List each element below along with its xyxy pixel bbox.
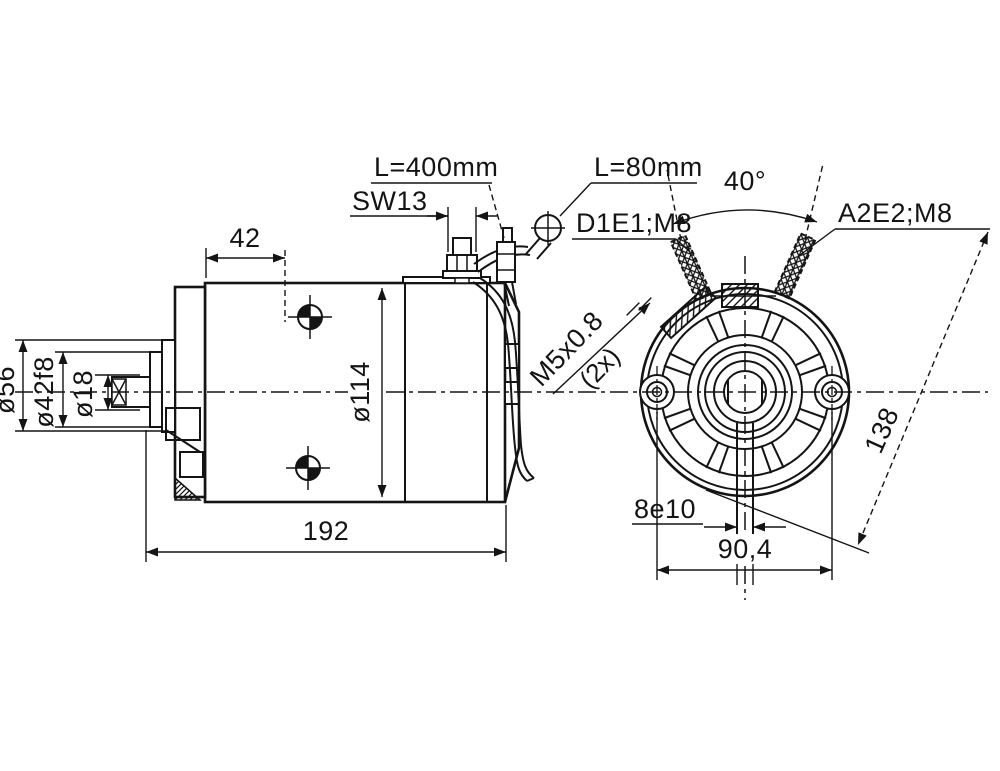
side-view [111, 211, 565, 504]
label-terminal-a: A2E2;M8 [799, 198, 990, 256]
flange-lower-step [179, 451, 204, 478]
dim-dia18: ø18 [68, 370, 140, 418]
dim-42: 42 [205, 223, 286, 322]
dim-192-label: 192 [303, 516, 350, 546]
bolt-crosshair-icon-bottom [286, 446, 330, 490]
dim-sw13: SW13 [350, 186, 497, 252]
dim-dia56: ø56 [0, 339, 166, 432]
cable-long-label: L=400mm [374, 152, 498, 182]
label-cable-short: L=80mm [559, 152, 703, 217]
m5-thread-boss [659, 285, 718, 340]
flange-chamfer-line [165, 429, 201, 453]
terminal-stud-a2e2 [773, 232, 817, 300]
cable-short-label: L=80mm [594, 152, 703, 182]
ring-terminal-icon [525, 211, 565, 260]
flange-bottom-hatch [174, 476, 202, 501]
dimensions: 42 ø114 192 ø56 ø42f8 [0, 152, 990, 580]
label-terminal-d: D1E1;M8 [572, 208, 692, 253]
dim-dia114-label: ø114 [345, 361, 375, 423]
dim-angle-40: 40° [666, 163, 824, 241]
dim-dia42f8-label: ø42f8 [29, 356, 59, 428]
flange-boss-56 [161, 339, 176, 433]
end-cap-profile [503, 282, 521, 503]
dim-8e10: 8e10 [632, 494, 786, 532]
dim-dia56-label: ø56 [0, 366, 20, 414]
dim-dia114: ø114 [345, 288, 387, 497]
dim-42-label: 42 [229, 223, 260, 253]
dim-90-4: 90,4 [656, 412, 833, 580]
dim-dia18-label: ø18 [68, 370, 98, 418]
flange-boss-42 [149, 351, 163, 428]
dim-sw13-label: SW13 [352, 186, 428, 216]
terminal-a-label: A2E2;M8 [838, 198, 953, 228]
dim-8e10-label: 8e10 [634, 494, 696, 524]
centerlines [15, 256, 988, 600]
dim-90-4-label: 90,4 [718, 534, 773, 564]
bolt-crosshair-icon-top [288, 295, 332, 339]
terminal-d-label: D1E1;M8 [576, 208, 692, 238]
dim-m5: M5x0.8 (2x) [524, 297, 652, 395]
terminal-block-top [710, 283, 776, 308]
blade-connector-icon [496, 227, 516, 283]
label-cable-long: L=400mm [371, 152, 505, 239]
dim-dia42f8: ø42f8 [29, 351, 152, 428]
dim-192: 192 [145, 430, 507, 562]
angle-40-label: 40° [724, 166, 766, 196]
